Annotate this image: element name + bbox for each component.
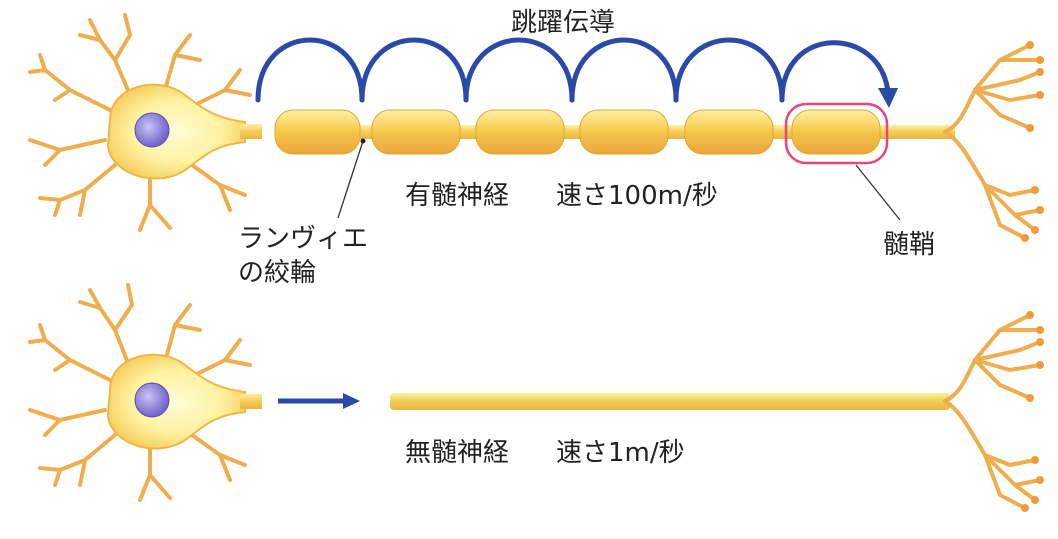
- diagram-title: 跳躍伝導: [511, 8, 616, 38]
- sheath-segment: [475, 109, 565, 155]
- arc-arrowhead: [878, 88, 898, 108]
- myelin-sheaths: [274, 109, 881, 155]
- sheath-leader-line: [855, 164, 901, 221]
- conduction-arc: [359, 37, 469, 103]
- nucleus-top: [134, 112, 170, 148]
- soma-top: [106, 83, 246, 180]
- myelinated-speed: 速さ100m/秒: [556, 181, 718, 211]
- axon-hillock-top: [240, 124, 262, 139]
- dendrites-top: [28, 13, 252, 232]
- conduction-arc: [569, 37, 679, 103]
- conduction-arrow-head: [343, 393, 360, 409]
- terminal-buttons-top: [1021, 41, 1044, 242]
- myelinated-neuron: [28, 13, 1044, 242]
- unmyelinated-axon: [390, 393, 950, 410]
- unmyelinated-speed: 速さ1m/秒: [556, 438, 685, 468]
- saltatory-arcs: [255, 37, 891, 103]
- unmyelinated-neuron: [28, 283, 1044, 512]
- conduction-arc: [255, 37, 365, 103]
- dendrites-bottom: [28, 283, 252, 502]
- soma-bottom: [106, 353, 246, 450]
- unmyelinated-label: 無髄神経: [405, 438, 510, 468]
- node-of-ranvier-line2: の絞輪: [238, 258, 317, 288]
- sheath-segment: [791, 109, 881, 155]
- sheath-segment: [274, 109, 361, 155]
- myelin-sheath-highlight: [784, 102, 889, 165]
- axon-hillock-bottom: [240, 394, 262, 409]
- ranvier-leader-line: [337, 140, 364, 219]
- sheath-segment: [579, 109, 669, 155]
- ranvier-node-dot: [360, 138, 366, 144]
- conduction-arc: [673, 37, 785, 103]
- sheath-segment: [684, 109, 774, 155]
- nucleus-bottom: [134, 382, 170, 418]
- myelinated-label: 有髄神経: [405, 181, 510, 211]
- axon-terminal-top: [943, 43, 1042, 240]
- sheath-segment: [371, 109, 461, 155]
- node-of-ranvier-line1: ランヴィエ: [238, 224, 369, 254]
- node-of-ranvier-label: ランヴィエ の絞輪: [238, 222, 368, 290]
- axon-terminal-bottom: [943, 313, 1042, 510]
- conduction-arc: [463, 37, 575, 103]
- conduction-arc-final: [779, 40, 891, 103]
- terminal-buttons-bottom: [1021, 311, 1044, 512]
- myelin-sheath-label: 髄鞘: [883, 230, 936, 260]
